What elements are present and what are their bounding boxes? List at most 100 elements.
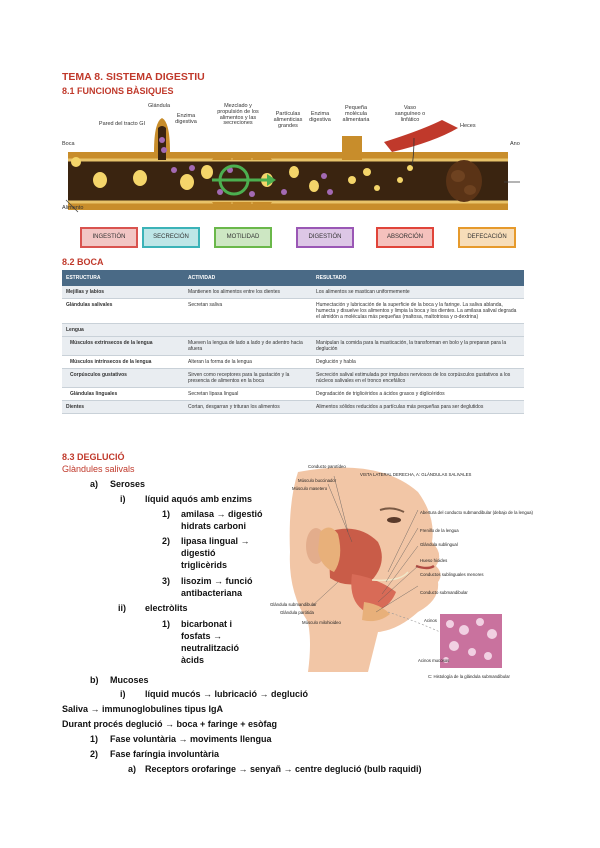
fig-label-sublingual: Glándula sublingual [420,542,458,547]
outline-bic-4: àcids [181,655,205,665]
header-resultado: RESULTADO [312,270,524,286]
fig-label-acinos-mucosos: Acinos mucosos [418,658,450,663]
phase-motilidad: MOTILIDAD [214,227,272,248]
fase-1-number: 1) [90,734,99,744]
fase-1-text: Fase voluntària → moviments llengua [110,734,272,744]
label-particulas: Partículas alimenticias grandes [273,111,303,129]
fig-label-buccinador: Músculo buccinador [298,478,337,483]
outline-lipasa-3: triglicèrids [181,560,228,570]
label-enzima-2: Enzima digestiva [309,111,331,123]
outline-i2: i) [120,689,126,699]
outline-b: b) [90,675,99,685]
outline-bic-2: fosfats → [181,631,223,641]
table-cell-c1: Glándulas linguales [62,387,184,401]
outline-mucos: líquid mucós → lubricació → deglució [145,689,309,699]
receptors-letter: a) [128,764,137,774]
table-cell-c1: Lengua [62,323,184,337]
outline-bic-3: neutralització [181,643,240,653]
fase-2-text: Fase faríngia involuntària [110,749,220,759]
fig-label-hueso: Hueso hioides [420,558,448,563]
table-cell-c1: Músculos intrínsecos de la lengua [62,355,184,369]
label-boca: Boca [62,141,75,147]
outline-mucoses: Mucoses [110,675,149,685]
outline-lisozim-1: lisozim → funció [181,576,253,586]
fig-label-frenillo: Frenillo de la lengua [420,528,459,533]
header-estructura: ESTRUCTURA [62,270,184,286]
fig-caption-top: VISTA LATERAL DERECHA, A: GLÁNDULAS SALI… [360,472,472,477]
header-actividad: ACTIVIDAD [184,270,312,286]
phase-absorcion: ABSORCIÓN [376,227,434,248]
fig-label-acinos: Acinos [424,618,437,623]
outline-seroses: Seroses [110,479,146,489]
section-heading-2: 8.2 BOCA [62,257,104,267]
fig-label-conductos-sub: Conductos sublinguales menores [420,572,484,577]
table-cell-c1: Músculos extrínsecos de la lengua [62,336,184,356]
table-cell-c3: Secreción salival estimulada por impulso… [312,368,524,388]
label-glandula: Glándula [148,103,171,109]
fig-label-milohioideo: Músculo milohioideo [302,620,341,625]
table-cell-c1: Mejillas y labios [62,286,184,299]
fig-label-conducto-parotideo: Conducto parotídeo [308,464,346,469]
table-header-row: ESTRUCTURA ACTIVIDAD RESULTADO [62,270,524,286]
label-ano: Ano [510,141,520,147]
outline-bic-1: bicarbonat i [181,619,233,629]
salivary-glands-figure: Conducto parotídeo VISTA LATERAL DERECHA… [268,462,533,687]
phase-secrecion: SECRECIÓN [142,227,200,248]
label-vaso: Vaso sanguíneo o linfático [394,105,426,123]
outline-n2: 2) [162,536,171,546]
fig-caption-bottom: C: Histología de la glándula submandibul… [428,674,510,679]
table-cell-c2: Alteran la forma de la lengua [184,355,312,369]
outline-n1: 1) [162,509,171,519]
digestive-diagram: Glándula Pared del tracto GI Enzima dige… [62,100,524,248]
table-cell-c3: Los alimentos se mastican uniformemente [312,286,524,299]
saliva-line: Saliva → immunoglobulines tipus IgA [62,704,224,714]
table-cell-c2: Secretan saliva [184,298,312,324]
table-cell-c3: Alimentos sólidos reducidos a partículas… [312,400,524,414]
durant-line: Durant procés deglució → boca + faringe … [62,719,278,729]
fase-2-number: 2) [90,749,99,759]
table-cell-c2 [184,323,312,337]
fig-label-conducto-submand: Conducto submandibular [420,590,468,595]
label-pared: Pared del tracto GI [98,121,146,127]
outline-i1: i) [120,494,126,504]
table-cell-c3: Deglución y habla [312,355,524,369]
table-cell-c3 [312,323,524,337]
table-row: Lengua [62,323,524,337]
phase-defecacion: DEFECACIÓN [458,227,516,248]
table-cell-c2: Cortan, desgarran y trituran los aliment… [184,400,312,414]
glandules-heading: Glàndules salivals [62,464,135,474]
fig-label-glandula-parotida: Glándula parótida [280,610,314,615]
fig-label-masetero: Músculo masetero [292,486,328,491]
table-cell-c1: Glándulas salivales [62,298,184,324]
outline-ii: ii) [118,603,126,613]
outline-n3: 3) [162,576,171,586]
page-title: TEMA 8. SISTEMA DIGESTIU [62,71,205,83]
outline-amilasa-1: amilasa → digestió [181,509,263,519]
boca-table: ESTRUCTURA ACTIVIDAD RESULTADO Mejillas … [62,270,524,414]
table-cell-c3: Degradación de triglicéridos a ácidos gr… [312,387,524,401]
table-cell-c2: Secretan lipasa lingual [184,387,312,401]
outline-lisozim-2: antibacteriana [181,588,243,598]
table-cell-c3: Humectación y lubricación de la superfic… [312,298,524,324]
receptors-text: Receptors orofaringe → senyañ → centre d… [145,764,422,774]
table-cell-c1: Corpúsculos gustativos [62,368,184,388]
outline-m1: 1) [162,619,171,629]
phase-ingestion: INGESTIÓN [80,227,138,248]
table-cell-c2: Mueven la lengua de lado a lado y de ade… [184,336,312,356]
fig-label-abertura: Abertura del conducto submandibular (deb… [420,510,533,515]
outline-lipasa-2: digestió [181,548,216,558]
label-alimento: Alimento [62,205,84,211]
section-heading-1: 8.1 FUNCIONS BÀSIQUES [62,86,174,96]
table-cell-c1: Dientes [62,400,184,414]
outline-amilasa-2: hidrats carboni [181,521,247,531]
table-cell-c2: Mantienen los alimentos entre los diente… [184,286,312,299]
label-enzima-1: Enzima digestiva [175,113,197,125]
outline-electrolits: electròlits [145,603,188,613]
head-illustration [268,462,524,687]
